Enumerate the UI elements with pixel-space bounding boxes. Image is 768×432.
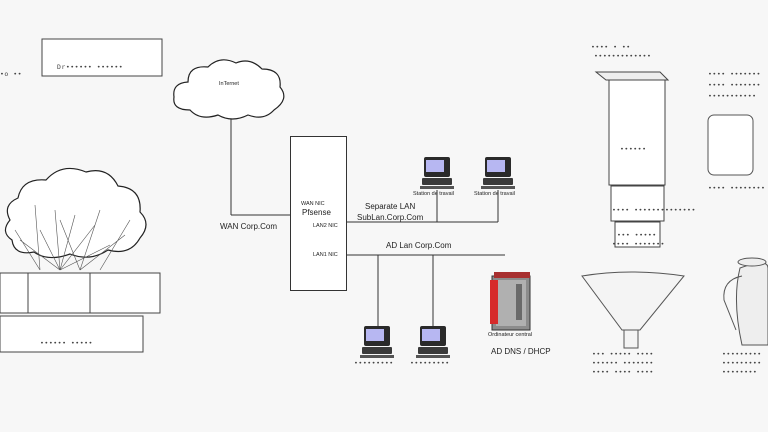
scribble-text: •••••• ••••• <box>40 339 93 347</box>
workstation-icon[interactable] <box>481 157 515 193</box>
scribble-text: •o •• <box>0 70 23 78</box>
separate-lan-title: Separate LAN <box>365 202 416 211</box>
cylinder-icon <box>707 114 754 176</box>
scribble-text: •••••••• <box>722 368 758 376</box>
separate-lan-domain: SubLan.Corp.Com <box>357 213 424 222</box>
lan2-nic-label: LAN2 NIC <box>313 223 338 229</box>
lan1-nic-label: LAN1 NIC <box>313 252 338 258</box>
scribble-text: ••• ••••• <box>617 231 657 239</box>
wan-nic-label: WAN NIC <box>301 201 325 207</box>
workstation-icon[interactable] <box>360 326 394 362</box>
scribble-text: •••• •••••••••••••• <box>612 206 696 214</box>
scribble-text: •••• •••• •••• <box>592 368 654 376</box>
workstation-label: Station de travail <box>413 191 454 197</box>
internet-label: InTernet <box>219 81 239 87</box>
workstation-icon[interactable] <box>416 326 450 362</box>
server-label: Ordinateur central <box>488 332 533 338</box>
server-icon[interactable] <box>488 270 538 332</box>
ad-dns-label: AD DNS / DHCP <box>491 347 551 356</box>
tree-icon <box>4 167 147 271</box>
scribble-text: •••• ••••••• <box>708 81 761 89</box>
scribble-text: ••••••••••• <box>708 92 757 100</box>
scribble-text: ••• ••••• •••• <box>592 350 654 358</box>
scribble-text: ••••••••• <box>354 359 394 367</box>
scribble-text: •••• •••••••• <box>708 184 766 192</box>
scribble-text: •••• ••••••• <box>612 240 665 248</box>
pfsense-label: Pfsense <box>302 208 331 217</box>
scribble-text: •••••• ••••••• <box>592 359 654 367</box>
cloud-icon <box>173 59 285 120</box>
scribble-text: Dr•••••• •••••• <box>57 63 124 71</box>
scribble-text: ••••••••• <box>722 359 762 367</box>
ad-lan-label: AD Lan Corp.Com <box>386 241 452 250</box>
scribble-text: ••••••••• <box>722 350 762 358</box>
workstation-icon[interactable] <box>420 157 454 193</box>
funnel-icon <box>581 271 685 349</box>
scribble-text: ••••••••• <box>410 359 450 367</box>
scribble-text: •••• ••••••• <box>708 70 761 78</box>
scribble-text: •••••• <box>620 145 647 153</box>
wan-label: WAN Corp.Com <box>220 222 278 231</box>
pfsense-firewall[interactable] <box>290 136 347 291</box>
workstation-label: Station de travail <box>474 191 515 197</box>
scribble-text: •••• • •• <box>591 43 631 51</box>
scribble-text: ••••••••••••• <box>594 52 652 60</box>
kettle-icon <box>723 257 768 346</box>
